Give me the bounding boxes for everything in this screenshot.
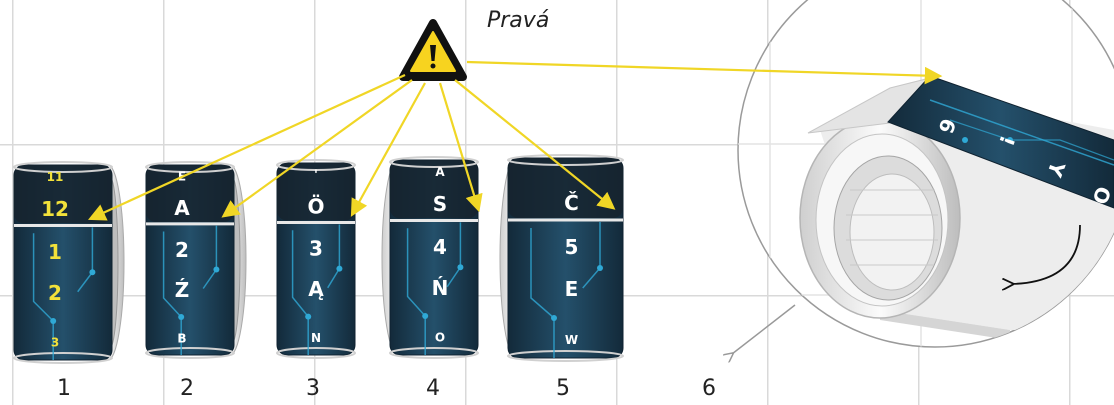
step-number-6: 6 xyxy=(702,376,716,401)
ring-4: AS 4Ń O xyxy=(381,156,479,359)
arrow-to-detail xyxy=(466,60,943,85)
step-number-2: 2 xyxy=(180,376,194,401)
ring-3-char-middle: 3 xyxy=(309,237,323,261)
magnifier-pointer xyxy=(732,304,796,354)
ring-4-char-upper: S xyxy=(433,192,447,216)
ring-4-char-top: A xyxy=(435,165,445,179)
ring-3-char-lower: Ą xyxy=(308,277,324,301)
magnifier-detail: 6 ! Y O xyxy=(737,0,1114,348)
ring-5: Č 5E W xyxy=(499,154,624,362)
step-number-3: 3 xyxy=(306,376,320,401)
ring-1-char-bottom: 3 xyxy=(51,336,59,350)
arrow-to-ring-4 xyxy=(438,82,483,213)
arrow-to-ring-1 xyxy=(87,73,406,221)
ring-3: ' Ö 3Ą N xyxy=(276,159,356,359)
warning-arrows xyxy=(87,60,943,221)
ring-2-char-bottom: B xyxy=(177,331,186,345)
ring-1-char-upper: 12 xyxy=(41,197,69,221)
ring-4-char-middle: 4 xyxy=(433,235,447,259)
warning-triangle-icon xyxy=(399,19,467,81)
ring-3-char-bottom: N xyxy=(311,331,321,345)
ring-1-char-top: 11 xyxy=(47,170,64,184)
ring-1-char-middle: 1 xyxy=(48,240,62,264)
ring-5-char-middle: 5 xyxy=(565,235,579,259)
ring-4-char-lower: Ń xyxy=(432,276,449,300)
step-number-5: 5 xyxy=(556,376,570,401)
ring-2-char-lower: Ź xyxy=(175,278,190,302)
arrow-to-ring-5 xyxy=(454,79,616,210)
ring-5-char-upper: Č xyxy=(564,191,579,215)
arrow-to-ring-3 xyxy=(350,82,426,217)
ring-5-char-lower: E xyxy=(565,277,579,301)
rotation-arrow-icon xyxy=(1012,224,1081,284)
arrow-to-ring-2 xyxy=(221,79,413,218)
ring-5-char-bottom: W xyxy=(565,333,578,347)
ring-3-char-top: ' xyxy=(314,168,318,182)
step-number-4: 4 xyxy=(426,376,440,401)
step-number-1: 1 xyxy=(57,376,71,401)
caption-prava: Pravá xyxy=(487,8,550,33)
ring-4-char-bottom: O xyxy=(435,331,445,345)
ring-2-char-upper: A xyxy=(174,196,190,220)
ring-3-char-upper: Ö xyxy=(307,194,324,218)
ring-2-char-middle: 2 xyxy=(175,238,189,262)
ring-1-char-lower: 2 xyxy=(48,281,62,305)
